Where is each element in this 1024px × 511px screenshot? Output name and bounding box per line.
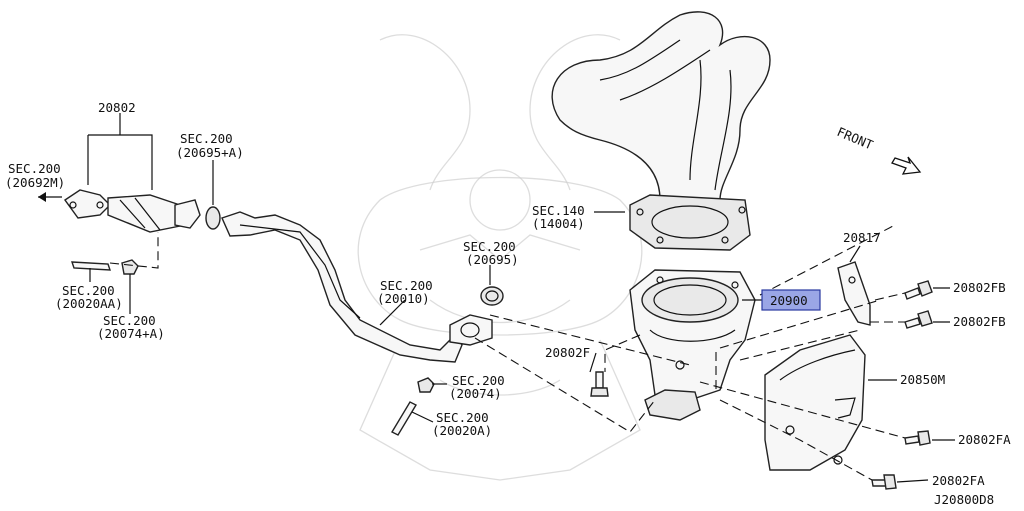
callout-sec200-b[interactable]: SEC.200 — [8, 161, 61, 176]
diagram-code: J20800D8 — [934, 492, 994, 507]
callout-20850m[interactable]: 20850M — [900, 372, 945, 387]
callout-20802fa-2[interactable]: 20802FA — [932, 473, 985, 488]
callout-sec200-h-ref: (20020A) — [432, 423, 492, 438]
callout-sec200-f[interactable]: SEC.200 — [380, 278, 433, 293]
callout-sec200-b-ref: (20692M) — [5, 175, 65, 190]
callout-sec200-h[interactable]: SEC.200 — [436, 410, 489, 425]
callout-sec200-g[interactable]: SEC.200 — [452, 373, 505, 388]
callout-20802fb-1[interactable]: 20802FB — [953, 280, 1006, 295]
stud-20020a[interactable] — [391, 401, 417, 436]
callout-sec200-g-ref: (20074) — [449, 386, 502, 401]
nut-20074a[interactable] — [121, 259, 139, 275]
bolts-20802fb[interactable] — [904, 280, 933, 329]
callout-sec200-c-ref: (20020AA) — [55, 296, 123, 311]
bolts-20802fa[interactable] — [871, 430, 931, 490]
bracket-20817[interactable] — [837, 261, 871, 326]
exhaust-manifold[interactable] — [551, 11, 771, 251]
front-arrow-icon — [891, 156, 922, 175]
callout-20817[interactable]: 20817 — [843, 230, 881, 245]
front-label: FRONT — [835, 124, 876, 153]
catalytic-converter[interactable] — [629, 269, 756, 421]
callout-labels: 20802 SEC.200 (20695+A) SEC.200 (20692M)… — [5, 100, 1011, 507]
heat-shield-20850m[interactable] — [764, 334, 866, 471]
callout-sec140-ref: (14004) — [532, 216, 585, 231]
callout-sec200-e[interactable]: SEC.200 — [463, 239, 516, 254]
watermark-logo — [357, 34, 643, 481]
callout-sec200-f-ref: (20010) — [377, 291, 430, 306]
callout-sec200-e-ref: (20695) — [466, 252, 519, 267]
callout-20802f[interactable]: 20802F — [545, 345, 590, 360]
front-exhaust-pipe[interactable] — [64, 189, 463, 363]
callout-sec140[interactable]: SEC.140 — [532, 203, 585, 218]
stud-20020aa[interactable] — [71, 261, 111, 271]
callout-20802fb-2[interactable]: 20802FB — [953, 314, 1006, 329]
flange-joint[interactable] — [449, 314, 493, 346]
front-direction-indicator: FRONT — [835, 124, 922, 175]
callout-sec200-d[interactable]: SEC.200 — [103, 313, 156, 328]
callout-sec200-a[interactable]: SEC.200 — [180, 131, 233, 146]
callout-sec200-c[interactable]: SEC.200 — [62, 283, 115, 298]
callout-sec200-d-ref: (20074+A) — [97, 326, 165, 341]
callout-20802[interactable]: 20802 — [98, 100, 136, 115]
highlight-20900[interactable] — [761, 289, 821, 311]
callout-20802fa-1[interactable]: 20802FA — [958, 432, 1011, 447]
callout-20900[interactable]: 20900 — [770, 293, 808, 308]
assembly-dashed-lines — [109, 224, 906, 481]
leader-lines — [38, 113, 955, 483]
gasket-20695[interactable] — [480, 286, 504, 306]
nut-20074[interactable] — [417, 377, 435, 393]
callout-sec200-a-ref: (20695+A) — [176, 145, 244, 160]
direction-arrow-left-icon — [38, 192, 46, 202]
bolt-20802f[interactable] — [590, 371, 609, 397]
